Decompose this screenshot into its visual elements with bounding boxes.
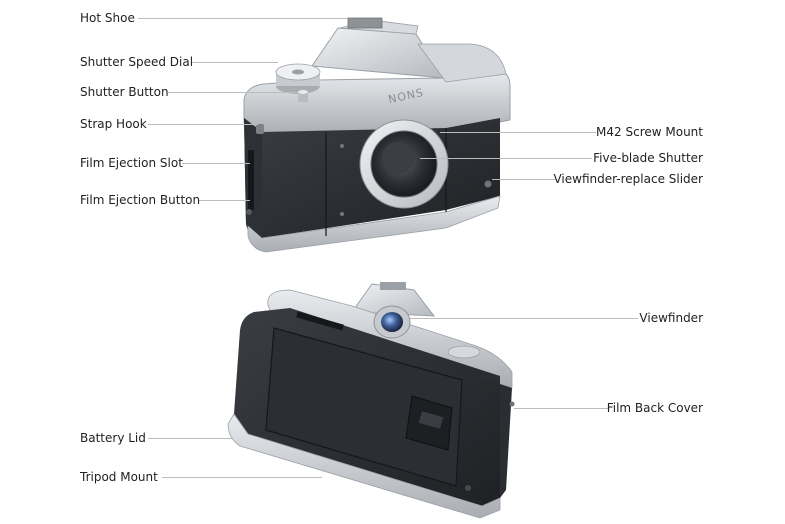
label-strap-hook: Strap Hook (80, 117, 147, 131)
label-film-ejection-button: Film Ejection Button (80, 193, 201, 207)
label-battery-lid: Battery Lid (80, 431, 146, 445)
leader-film-ejection-slot (182, 163, 250, 164)
label-viewfinder-replace-slider: Viewfinder-replace Slider (553, 172, 703, 186)
leader-film-ejection-button (198, 200, 250, 201)
front-prism (311, 17, 445, 79)
leader-tripod-mount (162, 477, 322, 478)
leader-battery-lid (148, 438, 232, 439)
leader-viewfinder (410, 318, 638, 319)
leader-hot-shoe (138, 18, 348, 19)
shutter-button (298, 90, 308, 102)
label-hot-shoe: Hot Shoe (80, 11, 135, 25)
shutter-speed-dial (275, 63, 321, 94)
leader-film-back-cover (514, 408, 608, 409)
label-shutter-button: Shutter Button (80, 85, 169, 99)
back-camera-illustration (227, 282, 515, 519)
label-film-ejection-slot: Film Ejection Slot (80, 156, 183, 170)
leader-shutter-speed-dial (192, 62, 278, 63)
leader-five-blade-shutter (420, 158, 592, 159)
label-shutter-speed-dial: Shutter Speed Dial (80, 55, 194, 69)
label-five-blade-shutter: Five-blade Shutter (593, 151, 703, 165)
leader-strap-hook (148, 124, 258, 125)
leader-m42-screw-mount (440, 132, 596, 133)
label-viewfinder: Viewfinder (639, 311, 703, 325)
label-film-back-cover: Film Back Cover (606, 401, 703, 415)
leader-viewfinder-replace-slider (492, 179, 556, 180)
m42-screw-mount (359, 119, 449, 209)
leader-shutter-button (168, 92, 298, 93)
label-m42-screw-mount: M42 Screw Mount (596, 125, 703, 139)
label-tripod-mount: Tripod Mount (80, 470, 158, 484)
